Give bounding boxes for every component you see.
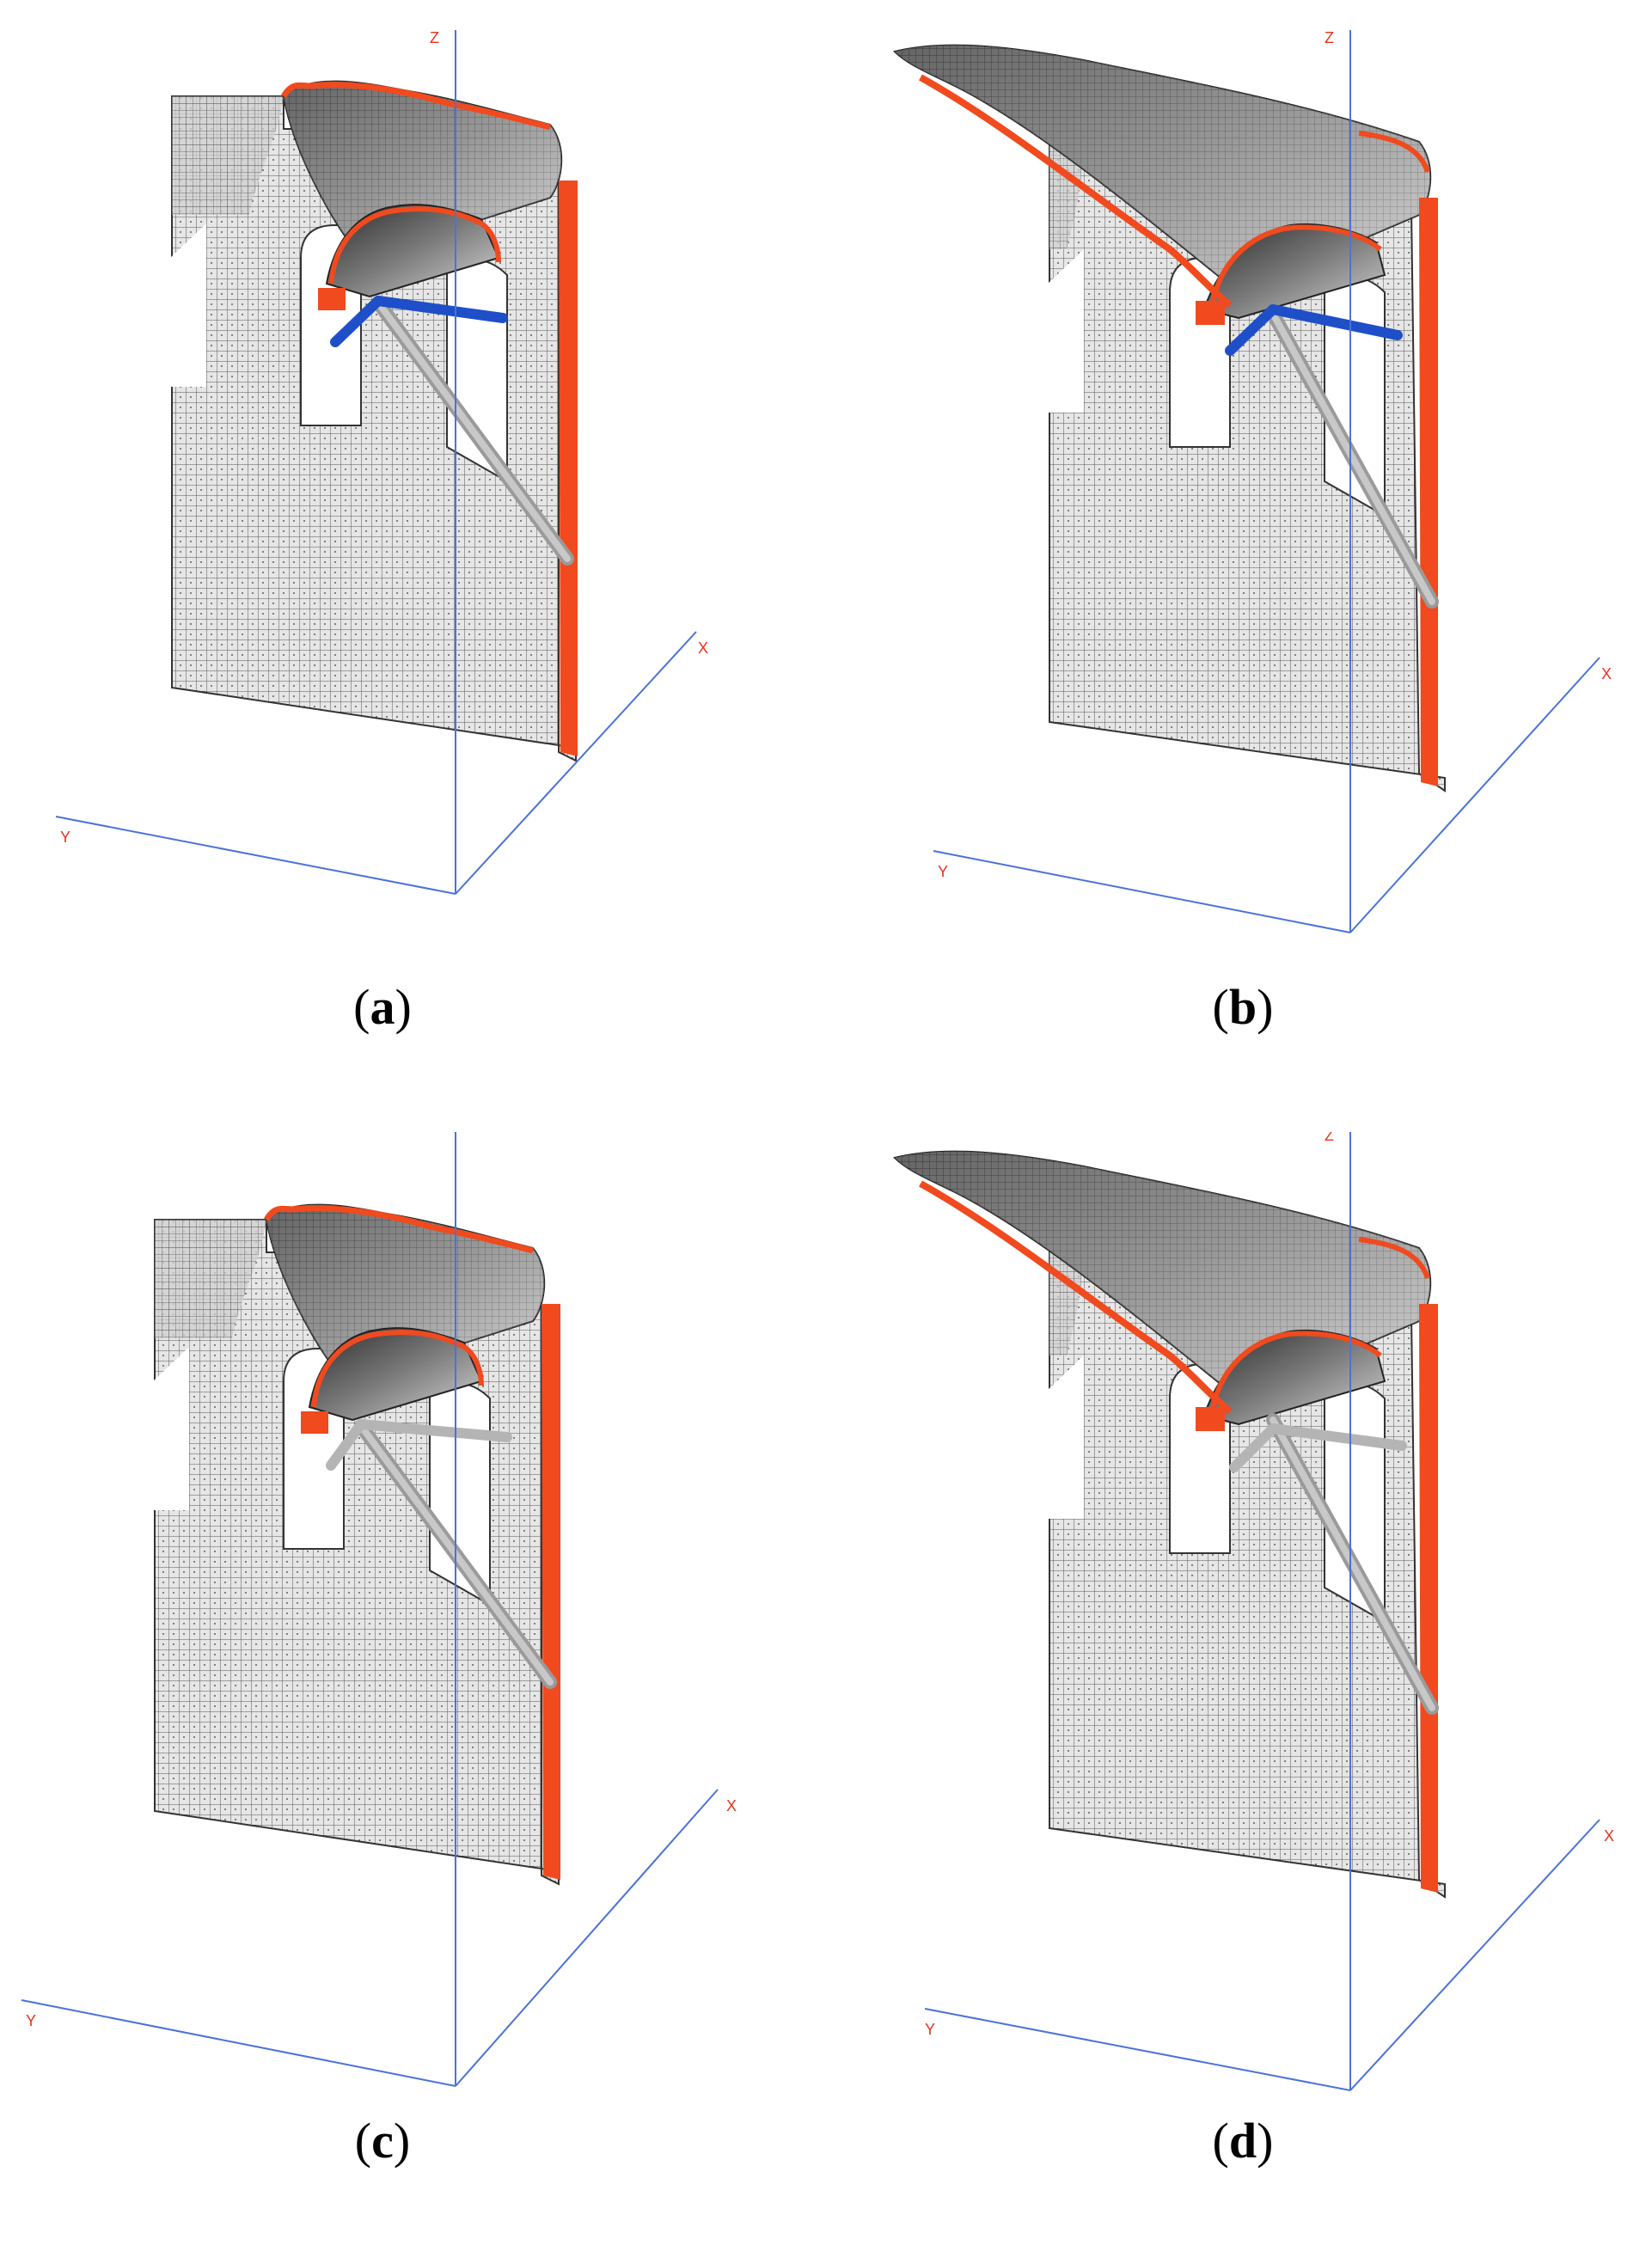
axis-x-label-b: X	[1601, 665, 1612, 682]
panel-d: Z Y X (d)	[826, 1132, 1652, 2264]
caption-d: (d)	[1212, 2113, 1274, 2169]
fem-model-d: Z Y X	[826, 1132, 1614, 2091]
panel-c: Z Y X (c)	[0, 1132, 826, 2264]
tie-rods-c	[326, 1419, 512, 1471]
tie-rods-a	[330, 296, 508, 347]
axis-y-label-a: Y	[60, 829, 70, 846]
fem-model-a: Z Y X	[55, 29, 708, 895]
axes-a: Z Y X	[55, 29, 708, 895]
caption-c: (c)	[354, 2113, 411, 2169]
tie-rods-b	[1225, 304, 1403, 356]
panel-a: Z Y X (a)	[0, 0, 826, 1132]
axis-x-label-d: X	[1604, 1827, 1614, 1845]
mesh-long-vault-b	[895, 46, 1445, 791]
axis-y-label-b: Y	[938, 863, 948, 880]
mesh-short-vault-c	[153, 1205, 560, 1884]
axis-x-label-c: X	[726, 1797, 737, 1814]
caption-a: (a)	[353, 979, 412, 1035]
axis-z-label-b: Z	[1325, 29, 1334, 46]
axis-y-label-c: Y	[26, 2012, 36, 2029]
axis-y-label-d: Y	[925, 2021, 935, 2038]
axis-z-label-d: Z	[1325, 1132, 1334, 1144]
mesh-long-vault-d	[895, 1152, 1445, 1897]
fem-model-b: Z Y X	[826, 29, 1612, 933]
panel-b: Z Y X (b)	[826, 0, 1652, 1132]
axis-z-label-a: Z	[430, 29, 439, 46]
caption-b: (b)	[1212, 979, 1274, 1035]
axes-c: Z Y X	[21, 1132, 737, 2087]
axes-b: Z Y X	[933, 29, 1612, 933]
axis-x-label-a: X	[698, 639, 708, 657]
axes-d: Z Y X	[924, 1132, 1614, 2091]
fem-model-c: Z Y X	[21, 1132, 737, 2087]
mesh-short-vault-a	[170, 82, 578, 761]
tie-rods-d	[1229, 1423, 1407, 1472]
